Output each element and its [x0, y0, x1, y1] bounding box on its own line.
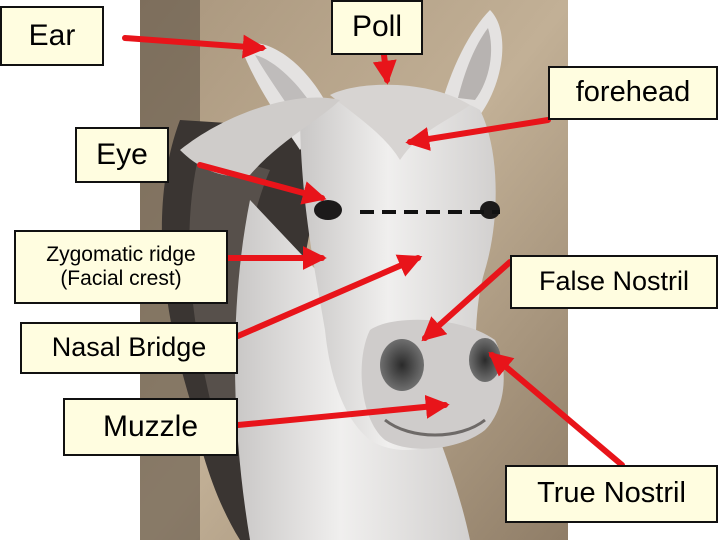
forehead-label: forehead	[548, 66, 718, 120]
right-nostril	[469, 338, 501, 382]
false-nostril-label-text: False Nostril	[538, 266, 690, 297]
muzzle-label: Muzzle	[63, 398, 238, 456]
left-eye	[314, 200, 342, 220]
ear-label-text: Ear	[28, 18, 76, 52]
eye-label: Eye	[75, 127, 169, 183]
forehead-label-text: forehead	[575, 76, 691, 109]
forelock	[330, 84, 470, 160]
true-nostril-label-text: True Nostril	[537, 477, 686, 510]
false-nostril-label: False Nostril	[510, 255, 718, 309]
poll-label-text: Poll	[351, 10, 403, 44]
muzzle-label-text: Muzzle	[102, 409, 199, 443]
poll-label: Poll	[331, 0, 423, 55]
nasal-bridge-label: Nasal Bridge	[20, 322, 238, 374]
zygomatic-ridge-label: Zygomatic ridge (Facial crest)	[14, 230, 228, 304]
left-nostril	[380, 339, 424, 391]
eye-label-text: Eye	[96, 137, 148, 171]
ear-label: Ear	[0, 6, 104, 66]
right-eye	[480, 201, 500, 219]
true-nostril-label: True Nostril	[505, 465, 718, 523]
nasal-bridge-label-text: Nasal Bridge	[51, 332, 207, 363]
zygomatic-ridge-label-text: Zygomatic ridge	[46, 242, 196, 266]
facial-crest-label-text: (Facial crest)	[60, 267, 182, 290]
